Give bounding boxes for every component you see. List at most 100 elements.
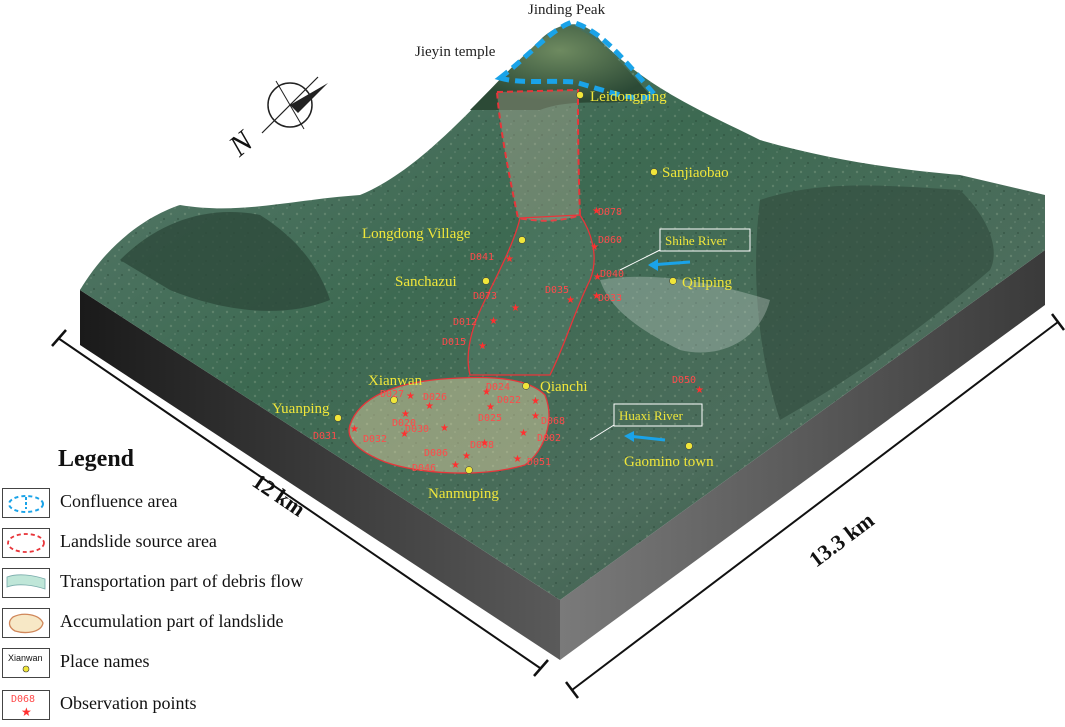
svg-text:★: ★	[531, 411, 540, 422]
place-yuanping: Yuanping	[272, 401, 342, 422]
svg-text:D002: D002	[537, 433, 561, 444]
obs-point: D068★	[531, 411, 565, 427]
legend-label: Accumulation part of landslide	[60, 611, 284, 631]
north-label: N	[222, 123, 261, 163]
obs-point: D078★	[592, 206, 622, 218]
place-nanmuping: Nanmuping	[428, 466, 499, 502]
place-label: Leidongping	[590, 89, 667, 105]
legend-title: Legend	[58, 446, 135, 472]
river-arrow	[627, 434, 666, 442]
obs-point: D050★	[672, 375, 704, 396]
svg-text:D035: D035	[545, 285, 569, 296]
svg-text:★: ★	[482, 387, 491, 398]
legend-swatch: Xianwan	[2, 648, 50, 678]
place-sanjiaobao: Sanjiaobao	[650, 165, 729, 181]
right-ridge	[756, 185, 994, 420]
svg-text:★: ★	[486, 402, 495, 413]
place-label: Sanchazui	[395, 274, 457, 290]
legend-item-landslide-source: Landslide source area	[2, 528, 402, 562]
legend-swatch	[2, 528, 50, 558]
star-icon: ★	[21, 705, 32, 719]
legend-swatch	[2, 568, 50, 598]
river-label: Shihe River	[665, 233, 727, 248]
place-qianchi: Qianchi	[522, 379, 587, 395]
svg-text:D033: D033	[598, 293, 622, 304]
obs-point: D002★	[519, 428, 561, 444]
place-label: Yuanping	[272, 401, 330, 417]
svg-text:D060: D060	[598, 235, 622, 246]
svg-text:★: ★	[401, 409, 410, 420]
obs-point: D051 ★	[513, 454, 551, 468]
legend-item-observation-points: D068 ★ Observation points	[2, 690, 402, 724]
place-qiliping: Qiliping	[669, 275, 733, 291]
obs-point: D035★	[545, 285, 575, 306]
observation-points: D078★ D060★ D040★ D035★ D033★ D041★ D073…	[313, 206, 704, 474]
obs-point: D006 ★	[424, 448, 471, 462]
obs-point: D015 ★	[442, 337, 487, 352]
svg-text:★: ★	[462, 451, 471, 462]
valley-light	[600, 276, 770, 353]
obs-point: D027★	[380, 389, 415, 402]
svg-text:D025: D025	[478, 413, 502, 424]
legend-swatch	[2, 608, 50, 638]
legend-label: Confluence area	[60, 491, 178, 511]
svg-text:★: ★	[593, 272, 602, 283]
legend-label: Place names	[60, 651, 150, 671]
svg-text:★: ★	[478, 341, 487, 352]
svg-text:★: ★	[513, 454, 522, 465]
svg-text:★: ★	[695, 385, 704, 396]
place-jieyin-temple: Jieyin temple	[415, 44, 496, 60]
obs-point: D040★	[593, 269, 624, 283]
svg-text:★: ★	[592, 206, 601, 217]
svg-text:★: ★	[566, 295, 575, 306]
svg-text:★: ★	[400, 429, 409, 440]
obs-point: D060★	[590, 235, 622, 253]
place-label: Xianwan	[368, 373, 423, 389]
legend-label: Landslide source area	[60, 531, 217, 551]
legend-item-place-names: Xianwan Place names	[2, 648, 402, 682]
svg-text:★: ★	[406, 391, 415, 402]
svg-text:★: ★	[480, 438, 489, 449]
legend-item-accumulation: Accumulation part of landslide	[2, 608, 402, 642]
compass-needle-icon	[290, 83, 328, 113]
obs-point: D008★	[470, 438, 494, 451]
svg-text:★: ★	[531, 396, 540, 407]
svg-text:D051: D051	[527, 457, 551, 468]
svg-text:D020: D020	[392, 418, 416, 429]
svg-text:D073: D073	[473, 291, 497, 302]
svg-text:D027: D027	[380, 389, 404, 400]
block-right-side	[560, 250, 1045, 660]
place-sanchazui: Sanchazui	[395, 274, 490, 290]
place-label: Gaomino town	[624, 454, 714, 470]
svg-text:★: ★	[511, 303, 520, 314]
obs-point: D025★	[478, 402, 502, 424]
terrain-texture	[80, 24, 1045, 600]
obs-point: D032 ★	[363, 429, 409, 445]
obs-point: D041★	[470, 252, 514, 265]
legend-swatch: D068 ★	[2, 690, 50, 720]
place-longdong-village: Longdong Village	[362, 226, 526, 244]
svg-text:D006: D006	[424, 448, 448, 459]
left-ridge	[120, 212, 330, 311]
obs-point: D033★	[592, 291, 622, 304]
place-xianwan: Xianwan	[368, 373, 423, 404]
obs-point: D022★	[497, 395, 540, 407]
svg-text:D068: D068	[11, 694, 35, 705]
landslide-source-boundary	[495, 88, 582, 222]
obs-point: D030★	[405, 423, 449, 435]
svg-text:D012: D012	[453, 317, 477, 328]
accumulation-area-boundary	[348, 376, 550, 474]
legend-item-transportation: Transportation part of debris flow	[2, 568, 402, 602]
legend-label: Observation points	[60, 693, 197, 713]
svg-text:D032: D032	[363, 434, 387, 445]
svg-text:D015: D015	[442, 337, 466, 348]
obs-point: D012★	[453, 316, 498, 328]
svg-text:D046: D046	[412, 463, 436, 474]
river-label: Huaxi River	[619, 408, 684, 423]
place-label: Jinding Peak	[528, 2, 606, 18]
place-label: Sanjiaobao	[662, 165, 729, 181]
legend-swatch	[2, 488, 50, 518]
place-leidongping: Leidongping	[576, 89, 667, 105]
place-label: Qiliping	[682, 275, 733, 291]
